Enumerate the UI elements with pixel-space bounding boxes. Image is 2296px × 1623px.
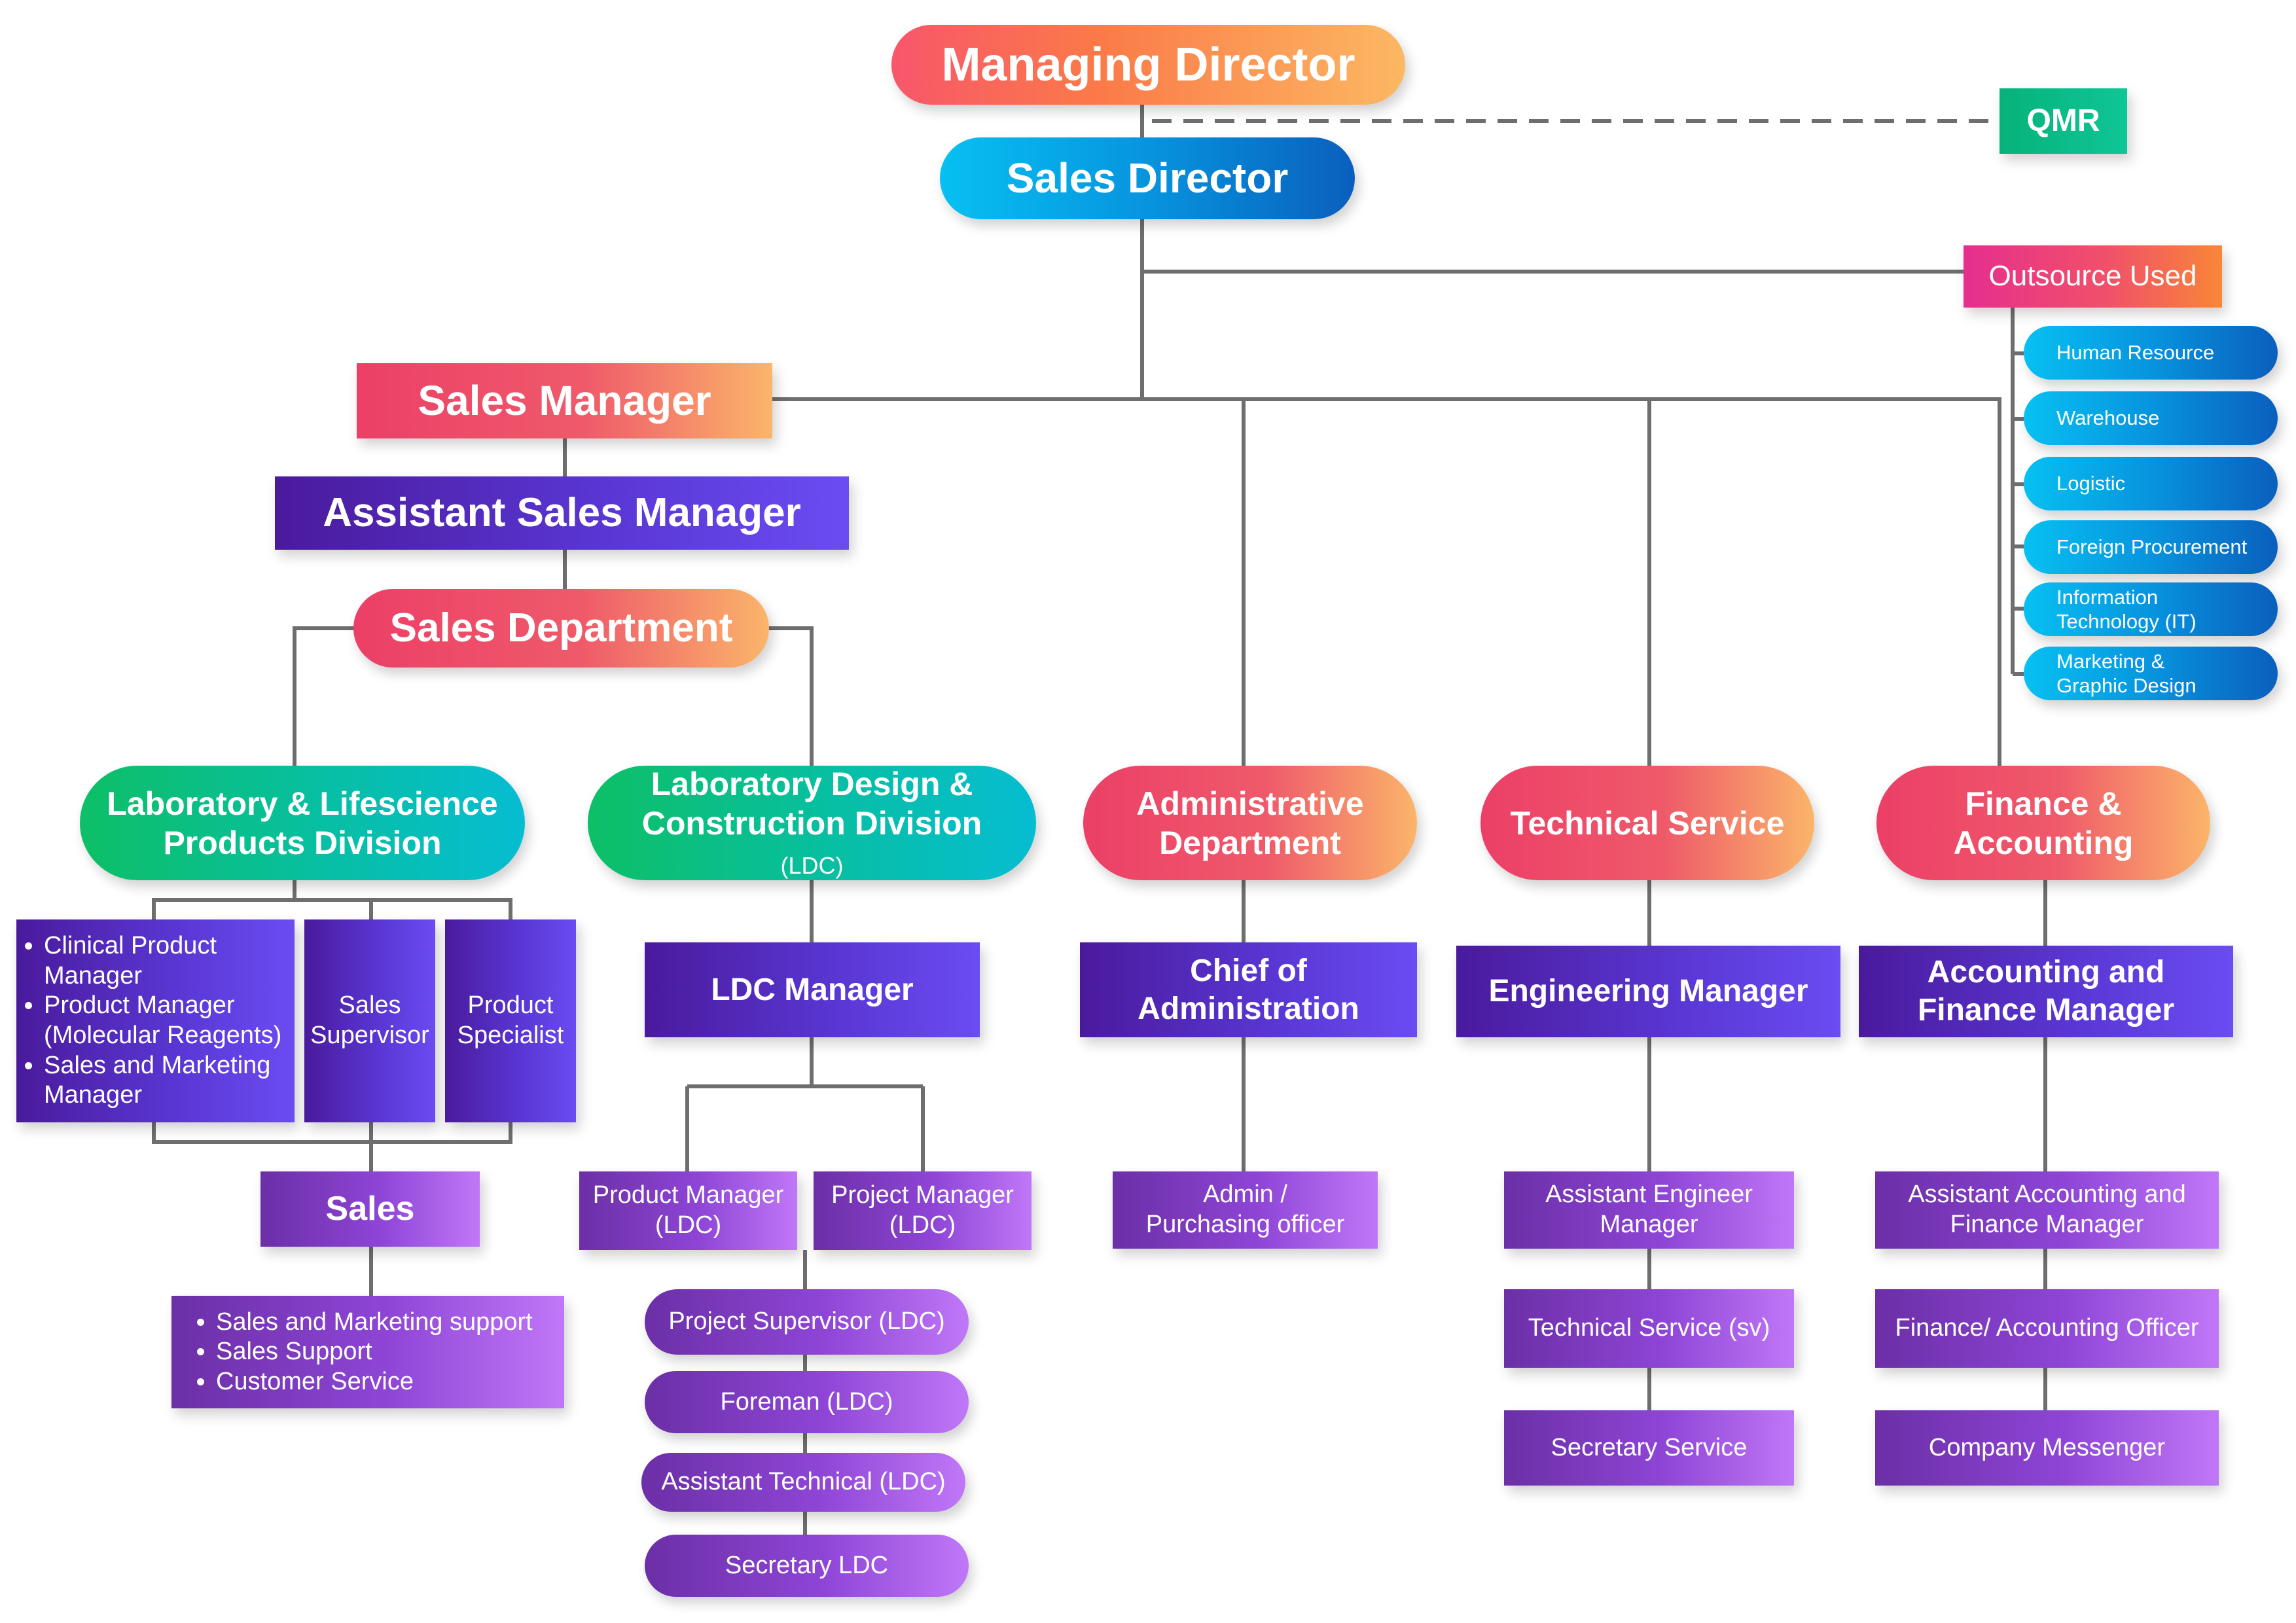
sales-director-node: Sales Director [940, 137, 1355, 219]
sales-support-item: Customer Service [216, 1367, 533, 1397]
sales-supervisor-node: Sales Supervisor [304, 919, 435, 1122]
assistant-accounting-manager-node: Assistant Accounting and Finance Manager [1875, 1171, 2219, 1249]
line-dept-bus [772, 397, 2001, 766]
admin-department-node: Administrative Department [1083, 766, 1417, 880]
outsource-item-logistic: Logistic [2024, 457, 2278, 510]
chief-administration-node: Chief of Administration [1080, 942, 1417, 1037]
product-specialist-node: Product Specialist [445, 919, 576, 1122]
finance-accounting-node: Finance & Accounting [1876, 766, 2210, 880]
sales-department-node: Sales Department [353, 589, 769, 668]
outsource-item-it: Information Technology (IT) [2024, 582, 2278, 636]
lab-role-product-manager: Product Manager (Molecular Reagents) [44, 991, 295, 1050]
outsource-item-warehouse: Warehouse [2024, 391, 2278, 445]
company-messenger-node: Company Messenger [1875, 1410, 2219, 1486]
outsource-item-marketing: Marketing & Graphic Design [2024, 647, 2278, 700]
assistant-sales-manager-node: Assistant Sales Manager [275, 476, 849, 550]
lab-role-sales-marketing: Sales and Marketing Manager [44, 1051, 295, 1111]
ldc-manager-node: LDC Manager [645, 942, 980, 1037]
ldc-project-supervisor-node: Project Supervisor (LDC) [645, 1289, 969, 1355]
managing-director-node: Managing Director [891, 25, 1405, 105]
ldc-division-title: Laboratory Design & Construction Divisio… [641, 766, 982, 842]
ldc-division-node: Laboratory Design & Construction Divisio… [588, 766, 1036, 880]
qmr-node: QMR [2000, 88, 2127, 154]
ldc-assistant-technical-node: Assistant Technical (LDC) [641, 1453, 965, 1512]
admin-officer-node: Admin / Purchasing officer [1113, 1171, 1378, 1249]
sales-support-item: Sales and Marketing support [216, 1308, 533, 1338]
technical-service-node: Technical Service [1480, 766, 1814, 880]
sales-support-item: Sales Support [216, 1337, 533, 1367]
lab-division-node: Laboratory & Lifescience Products Divisi… [80, 766, 525, 880]
ldc-project-manager-node: Project Manager (LDC) [814, 1171, 1031, 1250]
engineering-manager-node: Engineering Manager [1456, 946, 1840, 1037]
ldc-secretary-node: Secretary LDC [645, 1535, 969, 1597]
outsource-item-human-resource: Human Resource [2024, 326, 2278, 380]
sales-support-node: Sales and Marketing support Sales Suppor… [171, 1296, 564, 1408]
sales-node: Sales [260, 1171, 480, 1247]
ldc-foreman-node: Foreman (LDC) [645, 1371, 969, 1433]
lab-roles-node: Clinical Product Manager Product Manager… [16, 919, 295, 1122]
accounting-finance-manager-node: Accounting and Finance Manager [1859, 946, 2233, 1037]
lab-role-clinical: Clinical Product Manager [44, 931, 295, 991]
technical-service-sv-node: Technical Service (sv) [1504, 1289, 1794, 1368]
outsource-title-node: Outsource Used [1964, 245, 2222, 308]
finance-accounting-officer-node: Finance/ Accounting Officer [1875, 1289, 2219, 1368]
secretary-service-node: Secretary Service [1504, 1410, 1794, 1486]
sales-manager-node: Sales Manager [357, 363, 772, 438]
outsource-item-foreign-procurement: Foreign Procurement [2024, 520, 2278, 574]
assistant-engineer-manager-node: Assistant Engineer Manager [1504, 1171, 1794, 1249]
ldc-product-manager-node: Product Manager (LDC) [579, 1171, 797, 1250]
ldc-division-abbr: (LDC) [780, 851, 844, 879]
